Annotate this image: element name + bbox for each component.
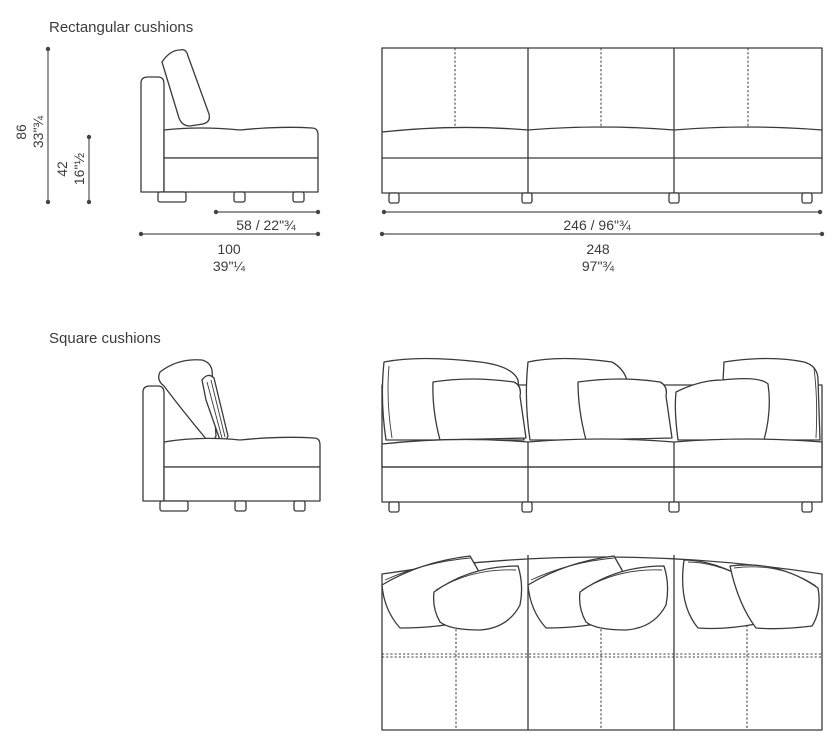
seat-height-cm-label: 42 xyxy=(54,161,70,177)
height-cm-label: 86 xyxy=(13,124,29,140)
front-view-square xyxy=(381,357,823,513)
depth-dimension: 100 39"¼ xyxy=(138,231,321,274)
inner-width-label: 246 / 96"¾ xyxy=(563,217,631,233)
plan-pillow-4 xyxy=(578,565,669,631)
plan-view-square xyxy=(381,555,823,731)
side-view-rectangular xyxy=(140,48,319,203)
front-view-rectangular xyxy=(381,47,823,204)
inner-width-dimension: 246 / 96"¾ xyxy=(381,209,823,233)
depth-cm-label: 100 xyxy=(217,241,241,257)
seat-depth-label: 58 / 22"¾ xyxy=(236,217,296,233)
plan-pillow-6 xyxy=(729,564,820,630)
section-title-square: Square cushions xyxy=(49,330,161,347)
width-cm-label: 248 xyxy=(586,241,610,257)
seat-depth-dimension: 58 / 22"¾ xyxy=(213,209,321,233)
width-in-label: 97"¾ xyxy=(582,258,615,274)
seat-height-in-label: 16"½ xyxy=(71,153,87,186)
section-title-rectangular: Rectangular cushions xyxy=(49,19,193,36)
depth-in-label: 39"¼ xyxy=(213,258,246,274)
width-dimension: 248 97"¾ xyxy=(379,231,825,274)
seat-height-dimension: 42 16"½ xyxy=(54,134,92,205)
side-view-square xyxy=(142,359,321,512)
plan-pillow-2 xyxy=(432,565,523,631)
height-in-label: 33"¾ xyxy=(30,116,46,149)
height-dimension: 86 33"¾ xyxy=(13,46,51,205)
